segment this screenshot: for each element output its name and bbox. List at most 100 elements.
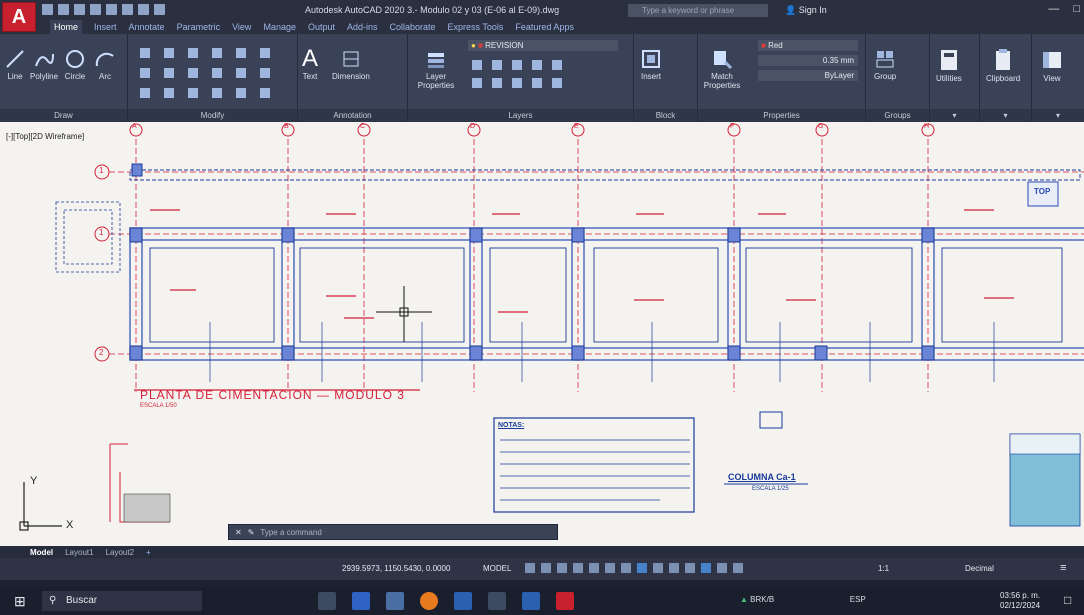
properties-group-label[interactable]: Properties (698, 109, 865, 122)
drafting-settings (525, 563, 743, 573)
view-button[interactable]: View (1040, 48, 1064, 83)
undo-icon[interactable] (138, 4, 149, 15)
app-icon[interactable] (488, 592, 506, 610)
circle-button[interactable]: Circle (64, 48, 86, 81)
grid-icon[interactable] (525, 563, 535, 573)
group-button[interactable]: Group (874, 48, 896, 81)
units-button[interactable]: Decimal (965, 564, 994, 573)
tab-annotate[interactable]: Annotate (128, 22, 165, 32)
draw-group-label[interactable]: Draw (0, 109, 127, 122)
maximize-icon[interactable]: □ (1073, 3, 1080, 15)
modify-group-label[interactable]: Modify (128, 109, 297, 122)
annotation-group-label[interactable]: Annotation (298, 109, 407, 122)
block-group-label[interactable]: Block (634, 109, 697, 122)
minimize-icon[interactable]: — (1048, 3, 1060, 15)
object-snap-tracking-icon[interactable] (605, 563, 615, 573)
save-as-icon[interactable] (90, 4, 101, 15)
grid-label-g: G (818, 123, 824, 130)
model-space-button[interactable]: MODEL (483, 564, 512, 573)
annotation-scale[interactable]: 1:1 (878, 564, 890, 573)
circle-label: Circle (64, 72, 86, 81)
search-icon: ⚲ (49, 595, 57, 606)
object-snap-icon[interactable] (621, 563, 631, 573)
annotation-scale-icon[interactable] (733, 563, 743, 573)
tab-layout1[interactable]: Layout1 (65, 547, 94, 557)
new-icon[interactable] (42, 4, 53, 15)
word-icon[interactable] (454, 592, 472, 610)
search-input[interactable]: Type a keyword or phrase (628, 4, 768, 17)
clipboard-group-label[interactable]: ▾ (980, 109, 1031, 122)
layer-color-icon: ■ (478, 41, 483, 50)
selection-cycling-icon[interactable] (637, 563, 647, 573)
drawing-viewport[interactable]: Y X [-][Top][2D Wireframe] PLANTA DE CIM… (0, 122, 1084, 546)
layer-dropdown[interactable]: ● ■ REVISION (468, 40, 618, 51)
tab-layout2[interactable]: Layout2 (105, 547, 135, 557)
taskbar-search[interactable]: ⚲ Buscar (42, 591, 202, 611)
layer-properties-button[interactable]: Layer Properties (416, 48, 456, 90)
explorer-icon[interactable] (386, 592, 404, 610)
language-indicator[interactable]: ESP (849, 595, 866, 604)
tab-manage[interactable]: Manage (263, 22, 296, 32)
task-view-icon[interactable] (318, 592, 336, 610)
save-icon[interactable] (74, 4, 85, 15)
snap-icon[interactable] (541, 563, 551, 573)
lineweight-icon[interactable] (653, 563, 663, 573)
viewport-controls[interactable]: [-][Top][2D Wireframe] (6, 132, 85, 141)
sign-in-button[interactable]: 👤 Sign In (785, 5, 827, 15)
autocad-taskbar-icon[interactable] (556, 592, 574, 610)
mail-icon[interactable] (352, 592, 370, 610)
insert-button[interactable]: Insert (640, 48, 662, 81)
command-line[interactable]: ✕ ✎ Type a command (228, 524, 558, 540)
line-icon (6, 50, 24, 68)
polyline-button[interactable]: Polyline (30, 48, 58, 81)
transparency-icon[interactable] (669, 563, 679, 573)
lineweight-dropdown[interactable]: 0.35 mm (758, 55, 858, 66)
color-dropdown[interactable]: ■ Red (758, 40, 858, 51)
tab-featured-apps[interactable]: Featured Apps (515, 22, 574, 32)
open-icon[interactable] (58, 4, 69, 15)
windows-start-icon[interactable]: ⊞ (14, 593, 26, 609)
dimension-button[interactable]: Dimension (332, 48, 370, 81)
office-icon[interactable] (522, 592, 540, 610)
clipboard-button[interactable]: Clipboard (986, 48, 1020, 83)
ortho-icon[interactable] (557, 563, 567, 573)
notifications-icon[interactable]: □ (1064, 593, 1072, 607)
customize-icon[interactable]: ≡ (1060, 562, 1067, 574)
line-button[interactable]: Line (4, 48, 26, 81)
plot-icon[interactable] (106, 4, 117, 15)
tab-output[interactable]: Output (307, 22, 335, 32)
arc-button[interactable]: Arc (94, 48, 116, 81)
groups-group-label[interactable]: Groups (866, 109, 929, 122)
isometric-icon[interactable] (589, 563, 599, 573)
line-label: Line (7, 72, 23, 81)
layers-group-label[interactable]: Layers (408, 109, 633, 122)
auto-scale-icon[interactable] (717, 563, 727, 573)
tab-express-tools[interactable]: Express Tools (447, 22, 504, 32)
utilities-button[interactable]: Utilities (936, 48, 962, 83)
tab-home[interactable]: Home (50, 20, 83, 34)
browser-icon[interactable] (420, 592, 438, 610)
stocks-icon[interactable]: ▲ (740, 595, 748, 604)
command-input[interactable]: Type a command (260, 527, 322, 537)
tab-model[interactable]: Model (30, 547, 54, 557)
tab-add-ins[interactable]: Add-ins (347, 22, 378, 32)
taskbar-clock[interactable]: 03:56 p. m. 02/12/2024 (1000, 591, 1040, 611)
redo-icon[interactable] (154, 4, 165, 15)
polar-icon[interactable] (573, 563, 583, 573)
wrench-icon[interactable]: ✎ (247, 527, 255, 537)
print-icon[interactable] (122, 4, 133, 15)
close-icon[interactable]: ✕ (235, 527, 242, 537)
tab-insert[interactable]: Insert (94, 22, 117, 32)
dynamic-ucs-icon[interactable] (685, 563, 695, 573)
text-button[interactable]: A Text (302, 46, 318, 82)
tab-collaborate[interactable]: Collaborate (389, 22, 436, 32)
match-properties-button[interactable]: Match Properties (702, 48, 742, 90)
tab-view[interactable]: View (232, 22, 252, 32)
view-group-label[interactable]: ▾ (1032, 109, 1084, 122)
autocad-logo-button[interactable]: A (2, 2, 36, 32)
utilities-group-label[interactable]: ▾ (930, 109, 979, 122)
tab-parametric[interactable]: Parametric (176, 22, 221, 32)
annotation-visibility-icon[interactable] (701, 563, 711, 573)
add-layout-icon[interactable]: + (146, 547, 151, 557)
linetype-dropdown[interactable]: ByLayer (758, 70, 858, 81)
